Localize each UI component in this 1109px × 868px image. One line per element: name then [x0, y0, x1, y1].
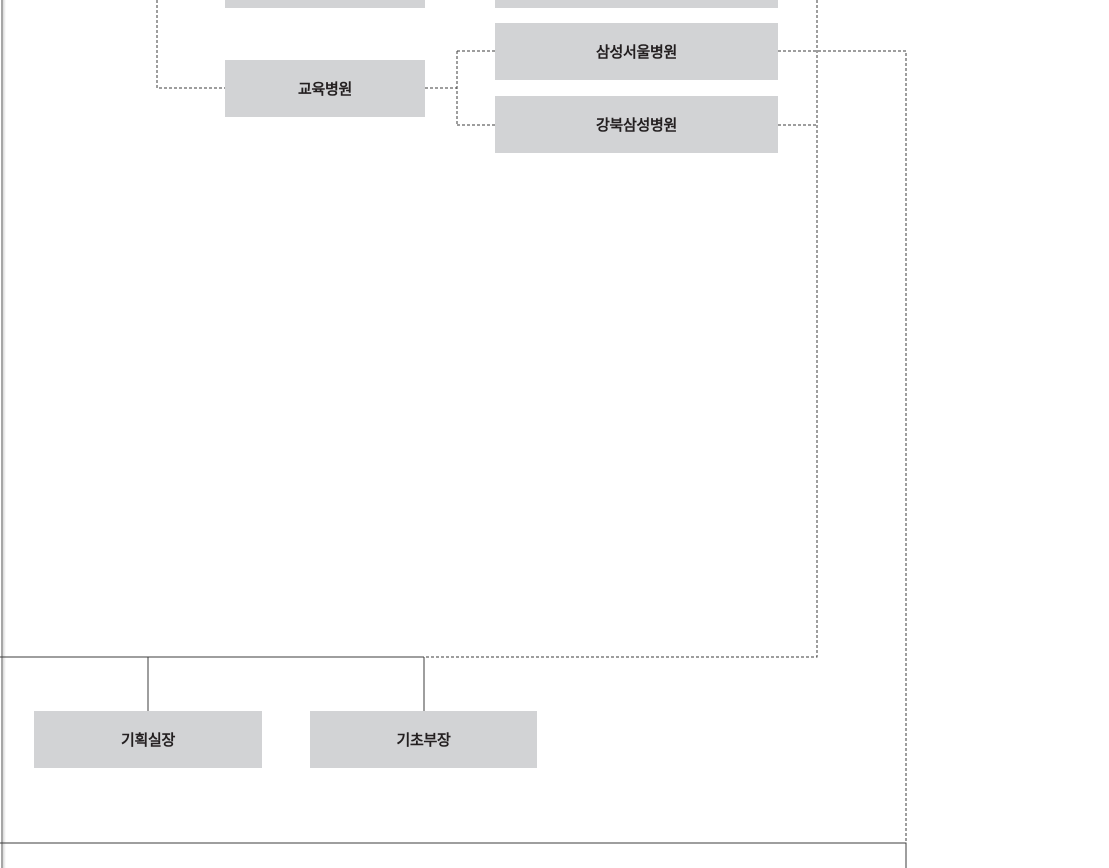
node-kangbuk-samsung-hospital: 강북삼성병원 [495, 96, 778, 153]
connector-samsung-seoul-to-right [778, 50, 907, 843]
connector-trunk-to-education [156, 0, 225, 89]
connector-right-vertical-inner [424, 0, 818, 658]
page-left-border [0, 0, 6, 868]
node-education-hospital: 교육병원 [225, 60, 425, 117]
node-label: 기초부장 [396, 731, 451, 749]
node-planning-director: 기획실장 [34, 711, 262, 768]
top-right-box-partial [495, 0, 778, 8]
node-label: 기획실장 [120, 731, 175, 749]
node-label: 강북삼성병원 [595, 116, 677, 134]
node-label: 삼성서울병원 [595, 43, 677, 61]
line-bottom-rule [0, 842, 907, 868]
top-left-box-partial [225, 0, 425, 8]
node-basic-manager: 기초부장 [310, 711, 537, 768]
node-samsung-seoul-hospital: 삼성서울병원 [495, 23, 778, 80]
node-label: 교육병원 [297, 80, 352, 98]
